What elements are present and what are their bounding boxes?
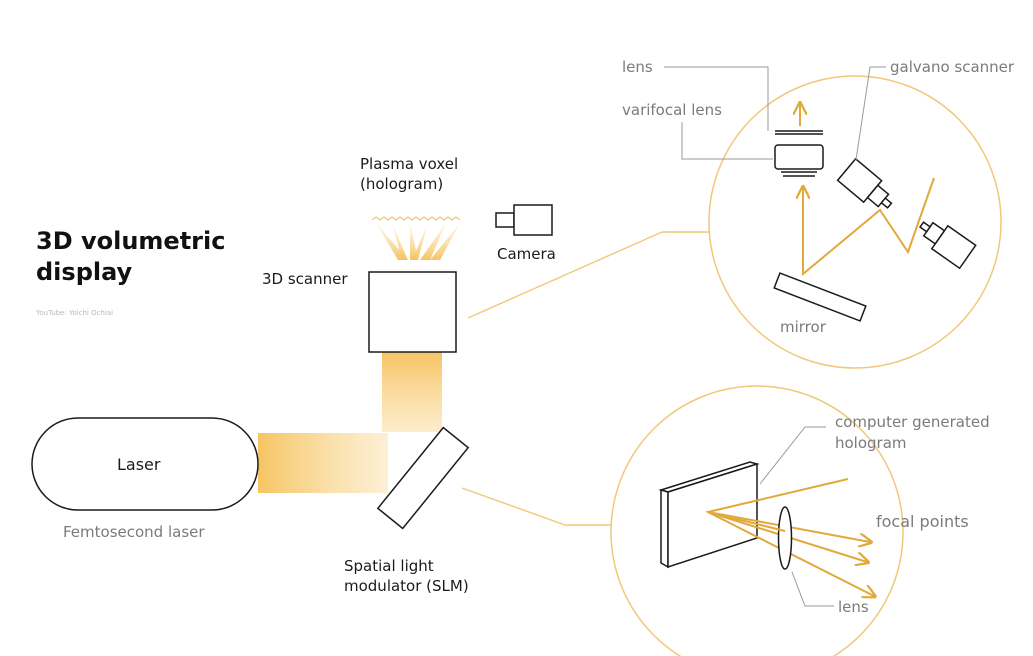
detail-mirror-label: mirror: [780, 318, 826, 336]
scanner-detail-parts: [664, 66, 977, 322]
connector-scanner-detail: [467, 231, 663, 319]
femtosecond-label: Femtosecond laser: [63, 523, 205, 541]
slm-label-1: Spatial light: [344, 557, 434, 575]
laser-label: Laser: [117, 455, 161, 474]
scanner-beam: [382, 352, 442, 432]
title-line-2: display: [36, 258, 133, 286]
detail-galvano-label: galvano scanner: [890, 58, 1015, 76]
detail-cgh-label-1: computer generated: [835, 413, 990, 431]
laser-box: [31, 417, 259, 511]
slm-detail-parts: [658, 426, 874, 607]
slm-label-2: modulator (SLM): [344, 577, 469, 595]
camera-icon: [495, 204, 553, 236]
title-line-1: 3D volumetric: [36, 227, 226, 255]
plasma-voxel-label-1: Plasma voxel: [360, 155, 459, 173]
plasma-voxel-label-2: (hologram): [360, 175, 444, 193]
detail-focal-points-label: focal points: [876, 512, 969, 531]
page-title: 3D volumetric display: [36, 226, 225, 288]
connector-slm-detail: [461, 487, 566, 526]
detail-cgh-label-2: hologram: [835, 434, 907, 452]
detail-varifocal-label: varifocal lens: [622, 101, 722, 119]
laser-beam: [258, 433, 388, 493]
plasma-voxel-cones: [371, 216, 461, 260]
credit-text: YouTube: Yoichi Ochiai: [36, 309, 114, 317]
camera-label: Camera: [497, 245, 556, 263]
detail-lens-label: lens: [622, 58, 653, 76]
scanner-detail-circle: [708, 75, 1002, 369]
detail-slm-lens-label: lens: [838, 598, 869, 616]
slm-element: [376, 426, 470, 530]
scanner-box: [368, 271, 457, 353]
scanner-3d-label: 3D scanner: [262, 270, 348, 288]
slm-detail-circle: [610, 385, 904, 656]
